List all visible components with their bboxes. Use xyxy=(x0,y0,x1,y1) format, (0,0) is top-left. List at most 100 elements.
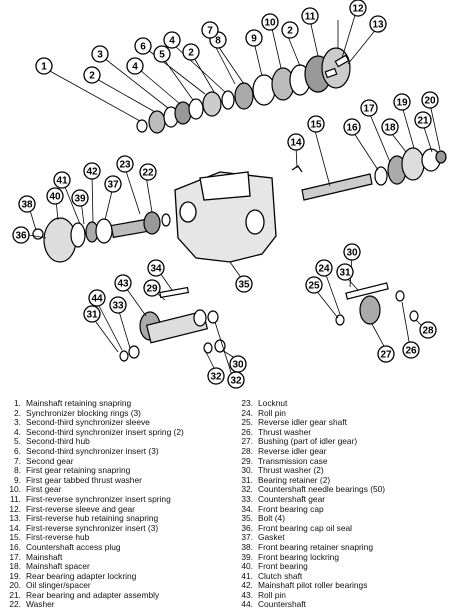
callout-27: 27 xyxy=(377,345,395,363)
legend-item: 40.Front bearing xyxy=(236,561,456,572)
legend-item: 3.Second-third synchronizer sleeve xyxy=(4,418,232,428)
callout-number: 5 xyxy=(159,50,165,61)
callout-33: 33 xyxy=(109,296,127,314)
callout-number: 29 xyxy=(146,284,158,295)
legend-number: 24. xyxy=(241,407,253,418)
legend-number: 2. xyxy=(14,407,21,418)
legend-text: Mainshaft xyxy=(26,551,63,562)
legend-number: 5. xyxy=(14,436,21,447)
legend-item: 10.First gear xyxy=(4,485,232,495)
legend-text: Bearing retainer (2) xyxy=(258,474,331,485)
callout-number: 18 xyxy=(384,123,396,134)
callout-11: 11 xyxy=(301,7,319,25)
legend-text: Front bearing cap xyxy=(258,503,324,514)
callout-13: 13 xyxy=(369,15,387,33)
legend-item: 1.Mainshaft retaining snapring xyxy=(4,398,232,409)
legend-item: 8.First gear retaining snapring xyxy=(4,466,232,476)
callout-18: 18 xyxy=(381,118,399,136)
legend-text: Washer xyxy=(26,599,55,610)
callout-number: 37 xyxy=(107,180,119,191)
callout-number: 19 xyxy=(396,98,408,109)
legend-number: 20. xyxy=(9,580,21,591)
legend-text: First gear xyxy=(26,484,62,495)
legend-item: 9.First gear tabbed thrust washer xyxy=(4,474,232,486)
legend-item: 15. First-reverse hub xyxy=(4,533,232,543)
legend-text: Second gear xyxy=(26,455,74,466)
legend-text: Bolt (4) xyxy=(258,513,285,524)
legend-item: 7.Second gear xyxy=(4,455,232,467)
mainshaft-group xyxy=(291,147,447,201)
legend-item: 25.Reverse idler gear shaft xyxy=(236,418,456,428)
callout-38: 38 xyxy=(18,195,36,213)
legend-item: 26.Thrust washer xyxy=(236,427,456,438)
callout-4: 4 xyxy=(163,31,181,49)
callout-number: 22 xyxy=(142,168,154,179)
legend-text: Oil slinger/spacer xyxy=(26,580,91,591)
legend-number: 3. xyxy=(14,417,21,428)
legend-text: Clutch shaft xyxy=(258,570,303,581)
upper-gear-train xyxy=(136,47,351,134)
callout-number: 6 xyxy=(140,42,146,53)
callout-number: 27 xyxy=(380,350,392,361)
legend-item: 37.Gasket xyxy=(236,533,456,543)
legend-item: 32.Countershaft needle bearings (50) xyxy=(236,485,456,495)
callout-40: 40 xyxy=(46,187,64,205)
legend-text: Countershaft gear xyxy=(258,493,326,504)
callout-number: 32 xyxy=(230,376,242,387)
legend-number: 15. xyxy=(9,532,21,543)
legend-item: 39.Front bearing lockring xyxy=(236,551,456,563)
callout-number: 3 xyxy=(97,50,103,61)
callout-14: 14 xyxy=(287,133,305,151)
legend-item: 20. Oil slinger/spacer xyxy=(4,581,232,591)
callout-39: 39 xyxy=(71,189,89,207)
callout-number: 9 xyxy=(251,34,257,45)
legend-item: 5. Second-third hub xyxy=(4,437,232,447)
callout-number: 20 xyxy=(424,96,436,107)
callout-number: 4 xyxy=(132,62,138,73)
legend-text: First gear tabbed thrust washer xyxy=(26,474,142,485)
reverse-idler-group xyxy=(335,282,419,326)
legend-number: 41. xyxy=(241,570,253,581)
legend-item: 16.Countershaft access plug xyxy=(4,541,232,553)
legend-item: 2.Synchronizer blocking rings (3) xyxy=(4,407,232,419)
legend-number: 12. xyxy=(9,503,21,514)
callout-number: 33 xyxy=(112,301,124,312)
callout-4: 4 xyxy=(126,57,144,75)
callout-number: 42 xyxy=(86,167,98,178)
legend-number: 23. xyxy=(241,398,253,408)
callout-number: 24 xyxy=(318,264,330,275)
legend-text: Front bearing lockring xyxy=(258,551,339,562)
legend-number: 40. xyxy=(241,561,253,572)
legend-item: 38.Front bearing retainer snapring xyxy=(236,542,456,553)
legend-text: Countershaft xyxy=(258,599,306,610)
callout-44: 44 xyxy=(88,289,106,307)
legend-item: 30.Thrust washer (2) xyxy=(236,466,456,476)
legend-number: 28. xyxy=(241,445,253,456)
callout-7: 7 xyxy=(201,21,219,39)
callout-43: 43 xyxy=(114,274,132,292)
callout-number: 44 xyxy=(91,294,103,305)
transmission-case xyxy=(174,171,277,263)
callout-22: 22 xyxy=(139,163,157,181)
legend-number: 35. xyxy=(241,513,253,524)
legend-text: First-reverse synchronizer insert spring xyxy=(26,493,171,504)
legend-number: 4. xyxy=(14,426,21,437)
callout-34: 34 xyxy=(147,259,165,277)
legend-item: 35. Bolt (4) xyxy=(236,514,456,524)
legend-text: Second-third hub xyxy=(26,436,90,447)
callout-number: 30 xyxy=(346,248,358,259)
legend-text: First-reverse hub xyxy=(26,532,90,543)
legend-number: 44. xyxy=(241,599,253,610)
legend-item: 36.Front bearing cap oil seal xyxy=(236,523,456,534)
leader-lines xyxy=(28,11,441,386)
callout-number: 32 xyxy=(210,372,222,383)
legend-item: 27.Bushing (part of idler gear) xyxy=(236,437,456,447)
legend-text: Countershaft access plug xyxy=(26,541,121,552)
callout-number: 17 xyxy=(363,104,375,115)
legend-text: Rear bearing and adapter assembly xyxy=(26,589,160,600)
legend-item: 6.Second-third synchronizer insert (3) xyxy=(4,445,232,457)
legend-number: 13. xyxy=(9,513,21,524)
legend-number: 32. xyxy=(241,484,253,495)
legend-number: 6. xyxy=(14,445,21,456)
legend-item: 14.First-reverse synchronizer insert (3) xyxy=(4,523,232,534)
